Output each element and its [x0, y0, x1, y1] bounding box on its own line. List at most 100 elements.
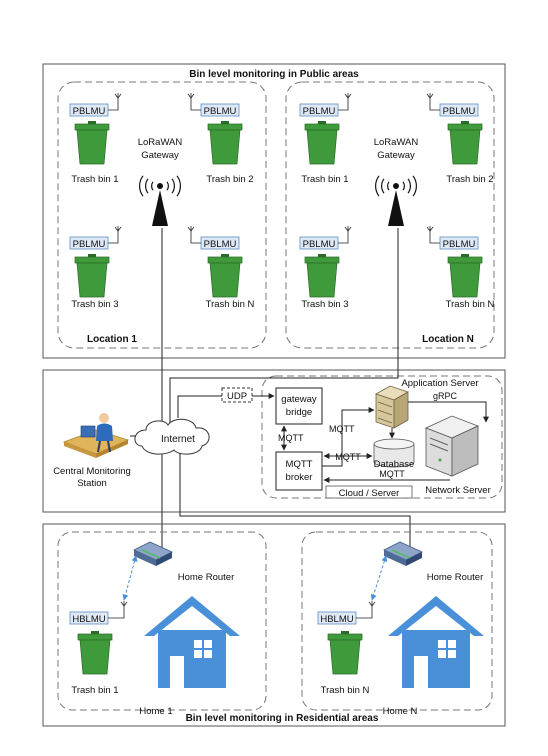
- home-1-region: [57, 531, 267, 711]
- database-label: Database: [374, 459, 415, 470]
- trash-bin-icon: [74, 121, 110, 165]
- mqtt-label-app-server: MQTT: [329, 424, 355, 434]
- application-server-icon: [375, 385, 409, 429]
- internet-cloud: [134, 418, 210, 455]
- trash-bin-label: Trash bin N: [321, 685, 370, 696]
- trash-bin-icon: [304, 121, 340, 165]
- trash-bin-icon: [77, 631, 113, 675]
- gateway-bridge-label-2: bridge: [286, 407, 312, 418]
- public-areas-panel: [42, 63, 506, 359]
- grpc-label: gRPC: [433, 391, 458, 401]
- trash-bin-label: Trash bin N: [206, 299, 255, 310]
- trash-bin-icon: [447, 121, 483, 165]
- pblmu-sensor: PBLMU: [426, 93, 479, 117]
- antenna-icon: [426, 93, 434, 99]
- house-icon: [388, 596, 484, 688]
- central-monitoring-label: Central Monitoring: [53, 466, 131, 477]
- gateway-label: LoRaWAN: [374, 137, 419, 148]
- antenna-icon: [114, 226, 122, 232]
- pblmu-sensor: PBLMU: [69, 226, 122, 250]
- gateway-bridge-box: [275, 387, 323, 425]
- wifi-link: [370, 555, 388, 601]
- pblmu-sensor-label: PBLMU: [443, 239, 476, 250]
- application-server-label: Application Server: [401, 378, 478, 389]
- app-server-network-server-link: [408, 401, 489, 423]
- pblmu-sensor: PBLMU: [299, 226, 352, 250]
- residential-areas-title: Bin level monitoring in Residential area…: [186, 713, 379, 724]
- udp-box: [221, 387, 253, 403]
- antenna-icon: [187, 226, 195, 232]
- antenna-icon: [114, 93, 122, 99]
- hblmu-sensor: HBLMU: [317, 601, 376, 625]
- internet-label: Internet: [161, 434, 195, 445]
- trash-bin-icon: [304, 254, 340, 298]
- central-monitoring-label-2: Station: [77, 478, 107, 489]
- pblmu-sensor: PBLMU: [187, 93, 240, 117]
- wifi-link: [122, 555, 138, 601]
- location-1-region: [57, 81, 267, 349]
- trash-bin-label: Trash bin 1: [301, 174, 348, 185]
- network-server-icon: [424, 415, 480, 477]
- central-panel: [42, 369, 506, 513]
- internet-to-udp-link: [177, 395, 222, 418]
- home-router-label: Home Router: [427, 572, 484, 583]
- house-icon: [144, 596, 240, 688]
- antenna-icon: [368, 601, 376, 607]
- gateway-bridge-label: gateway: [281, 394, 317, 405]
- gateway-n-cable: [169, 228, 399, 432]
- database-icon: [373, 438, 415, 468]
- pblmu-sensor-label: PBLMU: [204, 239, 237, 250]
- home-n-region: [301, 531, 493, 711]
- udp-label: UDP: [227, 391, 247, 402]
- location-n-region: [285, 81, 495, 349]
- public-areas-title: Bin level monitoring in Public areas: [189, 69, 359, 80]
- antenna-icon: [187, 93, 195, 99]
- antenna-icon: [426, 226, 434, 232]
- antenna-icon: [344, 93, 352, 99]
- home-n-label: Home N: [383, 706, 418, 717]
- location-n-label: Location N: [422, 334, 474, 345]
- trash-bin-icon: [207, 254, 243, 298]
- trash-bin-label: Trash bin 2: [206, 174, 253, 185]
- mqtt-label-database: MQTT: [335, 452, 361, 462]
- trash-bin-icon: [207, 121, 243, 165]
- trash-bin-label: Trash bin 1: [71, 685, 118, 696]
- pblmu-sensor-label: PBLMU: [303, 106, 336, 117]
- trash-bin-label: Trash bin 2: [446, 174, 493, 185]
- network-server-label: Network Server: [425, 485, 490, 496]
- hblmu-sensor-label: HBLMU: [320, 614, 353, 625]
- mqtt-label-network-server: MQTT: [379, 469, 405, 479]
- residential-areas-panel: [42, 523, 506, 727]
- trash-bin-label: Trash bin 3: [71, 299, 118, 310]
- cloud-server-box: [325, 485, 413, 499]
- pblmu-sensor-label: PBLMU: [204, 106, 237, 117]
- gateway-label-2: Gateway: [377, 150, 415, 161]
- pblmu-sensor-label: PBLMU: [303, 239, 336, 250]
- trash-bin-label: Trash bin 1: [71, 174, 118, 185]
- gateway-label-2: Gateway: [141, 150, 179, 161]
- hblmu-sensor: HBLMU: [69, 601, 128, 625]
- trash-bin-label: Trash bin N: [446, 299, 495, 310]
- location-1-label: Location 1: [87, 334, 137, 345]
- mqtt-broker-label-2: broker: [286, 472, 313, 483]
- broker-to-app-server-link: [322, 407, 375, 467]
- trash-bin-icon: [74, 254, 110, 298]
- trash-bin-icon: [447, 254, 483, 298]
- pblmu-sensor: PBLMU: [187, 226, 240, 250]
- cloud-server-label: Cloud / Server: [339, 488, 400, 499]
- home-router-label: Home Router: [178, 572, 235, 583]
- home-router-icon: [133, 541, 173, 566]
- antenna-icon: [120, 601, 128, 607]
- lorawan-gateway-icon: [375, 175, 417, 226]
- trash-bin-label: Trash bin 3: [301, 299, 348, 310]
- mqtt-label-bridge-broker: MQTT: [278, 433, 304, 443]
- trash-bin-icon: [327, 631, 363, 675]
- hblmu-sensor-label: HBLMU: [72, 614, 105, 625]
- mqtt-broker-label: MQTT: [286, 459, 313, 470]
- pblmu-sensor-label: PBLMU: [73, 106, 106, 117]
